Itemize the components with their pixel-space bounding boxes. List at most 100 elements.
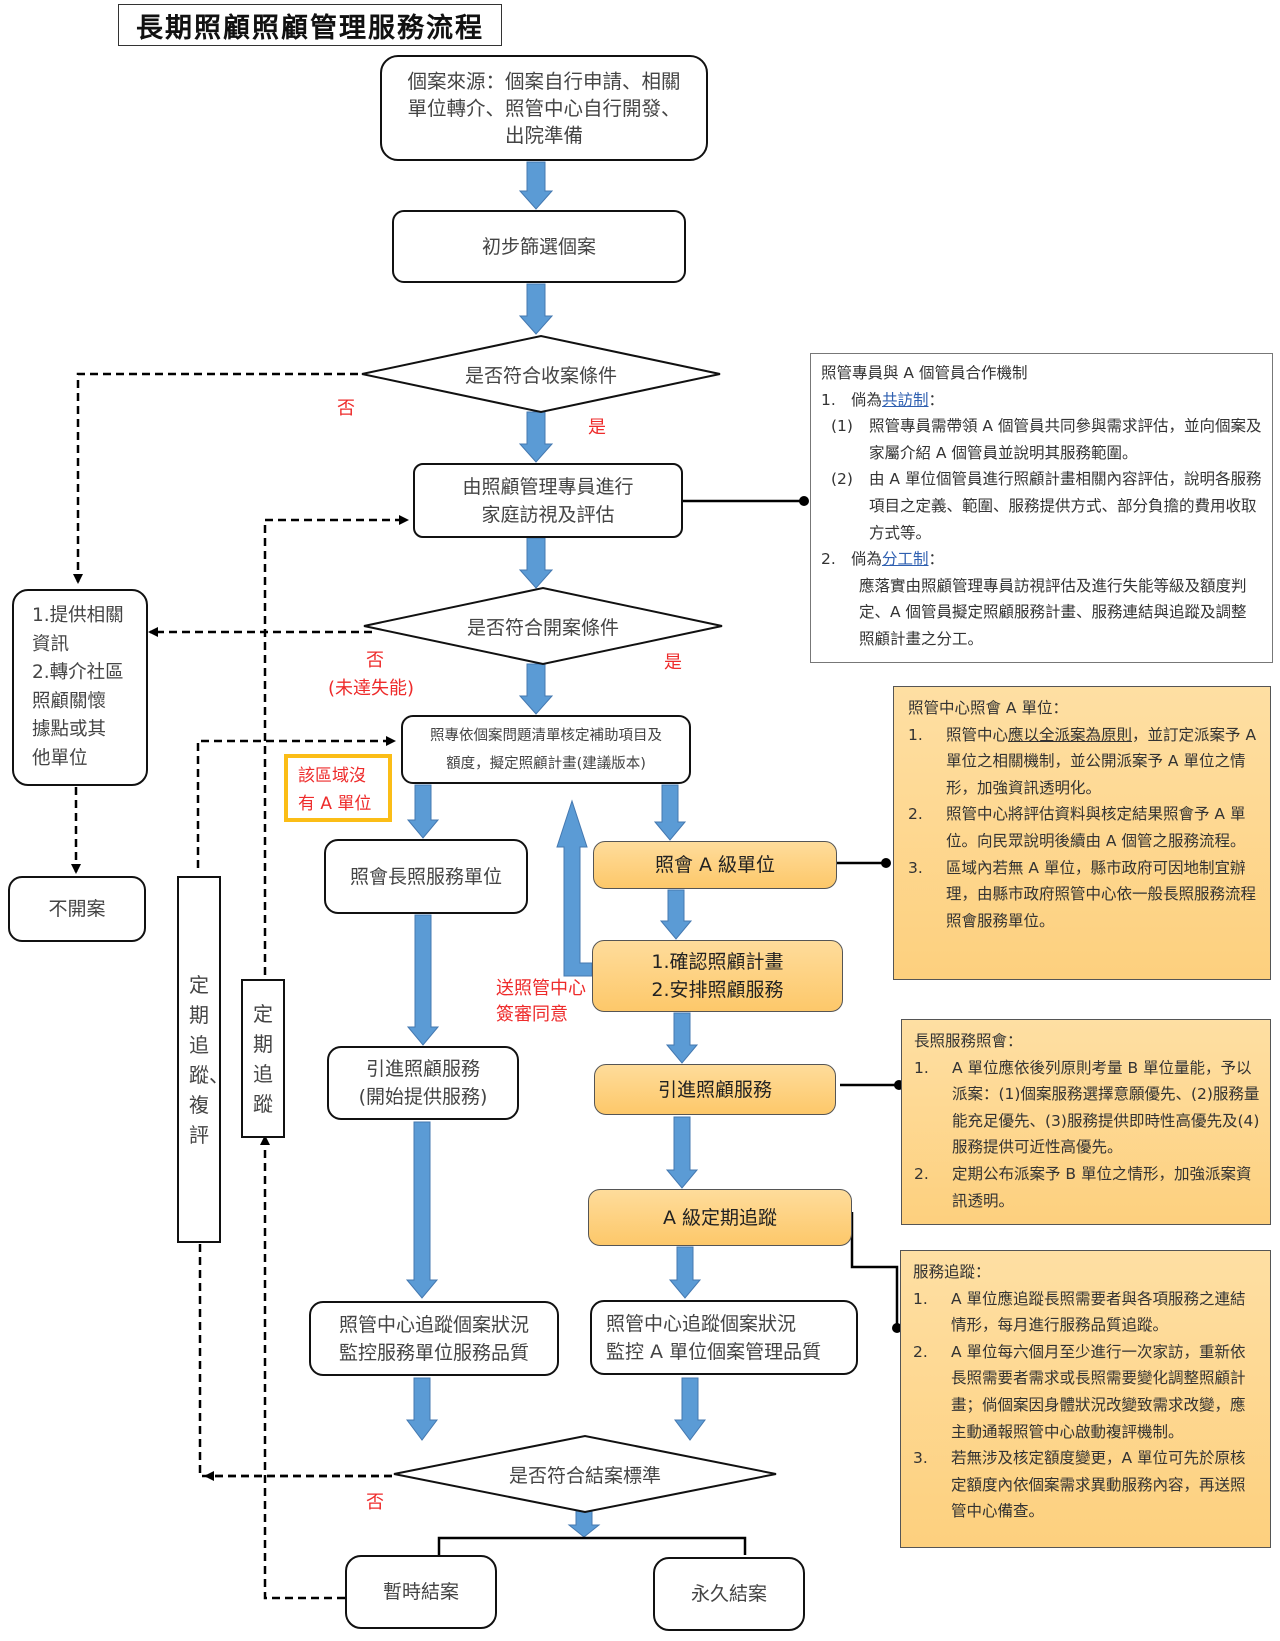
node-periodic-review-label: 定期追蹤、複評 <box>189 972 229 1147</box>
link-joint-visit[interactable]: 共訪制 <box>882 390 929 409</box>
item-number: 1. <box>908 725 923 744</box>
node-monitor-right-label: 照管中心追蹤個案狀況 監控 A 單位個案管理品質 <box>606 1312 822 1363</box>
item-emphasis: 應以全派案為原則 <box>1008 725 1133 744</box>
node-temp-close[interactable]: 暫時結案 <box>345 1555 497 1629</box>
label-intake-yes: 是 <box>588 417 606 438</box>
node-provide-info-label: 1.提供相關 資訊 2.轉介社區 照顧關懷 據點或其 他單位 <box>32 605 124 769</box>
decision-intake[interactable] <box>360 334 722 414</box>
label-close-no: 否 <box>366 1492 384 1513</box>
label-open-no: 否 <box>366 650 384 671</box>
node-notify-a-unit-label: 照會 A 級單位 <box>654 854 776 876</box>
link-division-of-labor[interactable]: 分工制 <box>882 550 929 569</box>
label-send-approval: 送照管中心 簽審同意 <box>496 978 586 1025</box>
label-intake-no: 否 <box>337 398 355 419</box>
arrow-care-plan-to-a-unit <box>653 784 687 841</box>
node-care-plan[interactable]: 照專依個案問題清單核定補助項目及 額度，擬定照顧計畫(建議版本) <box>401 715 691 784</box>
item-text: 照管中心 <box>946 725 1009 744</box>
node-periodic-review[interactable]: 定期追蹤、複評 <box>177 876 229 1243</box>
node-monitor-left-label: 照管中心追蹤個案狀況 監控服務單位服務品質 <box>338 1313 529 1364</box>
decision-open-label: 是否符合開案條件 <box>466 617 619 639</box>
note-service-tracking-item-2: 2. A 單位每六個月至少進行一次家訪，重新依長照需要者需求或長照需要變化調整照… <box>913 1339 1260 1445</box>
note-ltc-referral-item-2: 2. 定期公布派案予 B 單位之情形，加強派案資訊透明。 <box>914 1161 1260 1214</box>
node-home-visit[interactable]: 由照顧管理專員進行 家庭訪視及評估 <box>413 463 683 538</box>
node-perm-close[interactable]: 永久結案 <box>653 1557 805 1631</box>
label-open-yes: 是 <box>664 652 682 673</box>
node-case-source-label: 個案來源：個案自行申請、相關 單位轉介、照管中心自行開發、 出院準備 <box>407 69 681 147</box>
item-text: A 單位應依後列原則考量 B 單位量能，予以派案：(1)個案服務選擇意願優先、(… <box>952 1058 1260 1157</box>
node-introduce-service-right-label: 引進照顧服務 <box>657 1078 772 1101</box>
node-notify-a-unit[interactable]: 照會 A 級單位 <box>593 841 837 889</box>
no-a-unit-callout: 該區域沒 有 A 單位 <box>284 754 392 822</box>
node-confirm-plan-label: 1.確認照顧計畫 2.安排照顧服務 <box>651 951 784 1001</box>
arrow-introduce-to-a-tracking <box>665 1116 699 1189</box>
note-cooperation-heading: 照管專員與 A 個管員合作機制 <box>821 364 1028 382</box>
item-text: 區域內若無 A 單位，縣市政府可因地制宜辦理，由縣市政府照管中心依一般長照服務流… <box>946 858 1257 930</box>
note-ltc-referral-item-1: 1. A 單位應依後列原則考量 B 單位量能，予以派案：(1)個案服務選擇意願優… <box>914 1055 1260 1161</box>
close-branch-line <box>437 1536 747 1555</box>
arrow-screening-to-intake <box>518 283 554 335</box>
node-temp-close-label: 暫時結案 <box>382 1581 459 1603</box>
node-not-open-label: 不開案 <box>48 898 106 920</box>
node-introduce-service-left-label: 引進照顧服務 (開始提供服務) <box>358 1058 488 1108</box>
note-cooperation-subitem-1: (1) 照管專員需帶領 A 個管員共同參與需求評估，並向個案及家屬介紹 A 個管… <box>821 413 1262 466</box>
note-connector-service-tracking <box>850 1212 902 1333</box>
note-service-tracking-item-1: 1. A 單位應追蹤長照需要者與各項服務之連結情形，每月進行服務品質追蹤。 <box>913 1286 1260 1339</box>
note-ltc-referral: 長照服務照會： 1. A 單位應依後列原則考量 B 單位量能，予以派案：(1)個… <box>901 1019 1271 1225</box>
dashed-connector-intake-no <box>73 372 358 584</box>
node-notify-ltc-unit-label: 照會長照服務單位 <box>349 865 502 888</box>
node-case-source[interactable]: 個案來源：個案自行申請、相關 單位轉介、照管中心自行開發、 出院準備 <box>380 55 708 161</box>
arrow-a-unit-to-confirm <box>659 889 693 940</box>
arrow-introduce-to-monitor-left <box>405 1121 439 1299</box>
note-cooperation-subitem-2: (2) 由 A 單位個管員進行照顧計畫相關內容評估，說明各服務項目之定義、範圍、… <box>821 466 1262 546</box>
node-confirm-plan[interactable]: 1.確認照顧計畫 2.安排照顧服務 <box>592 940 843 1012</box>
note-notify-a-item-1: 1. 照管中心應以全派案為原則，並訂定派案予 A 單位之相關機制，並公開派案予 … <box>908 722 1260 802</box>
node-periodic-tracking[interactable]: 定期追蹤 <box>241 979 285 1138</box>
item-text: 照管中心將評估資料與核定結果照會予 A 單位。向民眾說明後續由 A 個管之服務流… <box>946 805 1246 850</box>
note-cooperation-item-2: 2. 倘為分工制： <box>821 546 1262 573</box>
item-suffix: ： <box>928 390 945 409</box>
decision-intake-label: 是否符合收案條件 <box>464 365 617 387</box>
decision-open[interactable] <box>362 586 724 666</box>
dashed-connector-temp-close <box>260 1135 345 1600</box>
arrow-close-to-outcomes <box>567 1509 601 1538</box>
item-number: 2. <box>913 1342 928 1361</box>
item-text: 照管專員需帶領 A 個管員共同參與需求評估，並向個案及家屬介紹 A 個管員並說明… <box>869 417 1262 462</box>
node-monitor-left[interactable]: 照管中心追蹤個案狀況 監控服務單位服務品質 <box>309 1301 559 1376</box>
item-number: (2) <box>831 470 853 489</box>
dashed-connector-tracking <box>263 515 409 975</box>
item-number: 2. <box>908 805 923 824</box>
node-a-periodic-tracking[interactable]: A 級定期追蹤 <box>588 1189 852 1246</box>
arrow-monitor-left-to-close <box>406 1377 438 1441</box>
note-notify-a-item-2: 2. 照管中心將評估資料與核定結果照會予 A 單位。向民眾說明後續由 A 個管之… <box>908 801 1260 854</box>
node-screening[interactable]: 初步篩選個案 <box>392 210 686 283</box>
arrow-open-to-care-plan <box>518 663 554 715</box>
node-introduce-service-right[interactable]: 引進照顧服務 <box>594 1064 836 1115</box>
item-number: 1. <box>914 1058 929 1077</box>
dashed-connector-review <box>196 736 396 868</box>
arrow-approval-to-care-plan <box>556 799 593 977</box>
node-introduce-service-left[interactable]: 引進照顧服務 (開始提供服務) <box>327 1046 519 1120</box>
note-service-tracking-heading: 服務追蹤： <box>913 1263 991 1281</box>
page-title: 長期照顧照顧管理服務流程 <box>118 4 502 46</box>
note-cooperation-item-2-text: 應落實由照顧管理專員訪視評估及進行失能等級及額度判定、A 個管員擬定照顧服務計畫… <box>859 576 1247 648</box>
node-not-open[interactable]: 不開案 <box>8 876 146 942</box>
note-service-tracking: 服務追蹤： 1. A 單位應追蹤長照需要者與各項服務之連結情形，每月進行服務品質… <box>900 1250 1271 1548</box>
node-care-plan-label: 照專依個案問題清單核定補助項目及 額度，擬定照顧計畫(建議版本) <box>430 727 662 772</box>
node-periodic-tracking-label: 定期追蹤 <box>253 1001 273 1116</box>
item-text: 若無涉及核定額度變更，A 單位可先於原核定額度內依個案需求異動服務內容，再送照管… <box>951 1449 1246 1521</box>
node-provide-info[interactable]: 1.提供相關 資訊 2.轉介社區 照顧關懷 據點或其 他單位 <box>12 589 148 786</box>
node-monitor-right[interactable]: 照管中心追蹤個案狀況 監控 A 單位個案管理品質 <box>590 1300 858 1375</box>
item-number: 3. <box>908 858 923 877</box>
note-cooperation-item-1: 1. 倘為共訪制： <box>821 387 1262 414</box>
arrow-confirm-to-introduce <box>665 1012 699 1064</box>
node-notify-ltc-unit[interactable]: 照會長照服務單位 <box>324 839 528 914</box>
decision-close[interactable] <box>392 1434 778 1514</box>
node-home-visit-label: 由照顧管理專員進行 家庭訪視及評估 <box>462 475 634 526</box>
decision-close-label: 是否符合結案標準 <box>508 1465 661 1487</box>
arrow-care-plan-to-ltc-unit <box>406 784 440 839</box>
arrow-home-visit-to-open <box>518 537 554 589</box>
node-a-periodic-tracking-label: A 級定期追蹤 <box>662 1206 778 1229</box>
item-text: A 單位應追蹤長照需要者與各項服務之連結情形，每月進行服務品質追蹤。 <box>951 1289 1246 1335</box>
arrow-source-to-screening <box>518 161 554 210</box>
